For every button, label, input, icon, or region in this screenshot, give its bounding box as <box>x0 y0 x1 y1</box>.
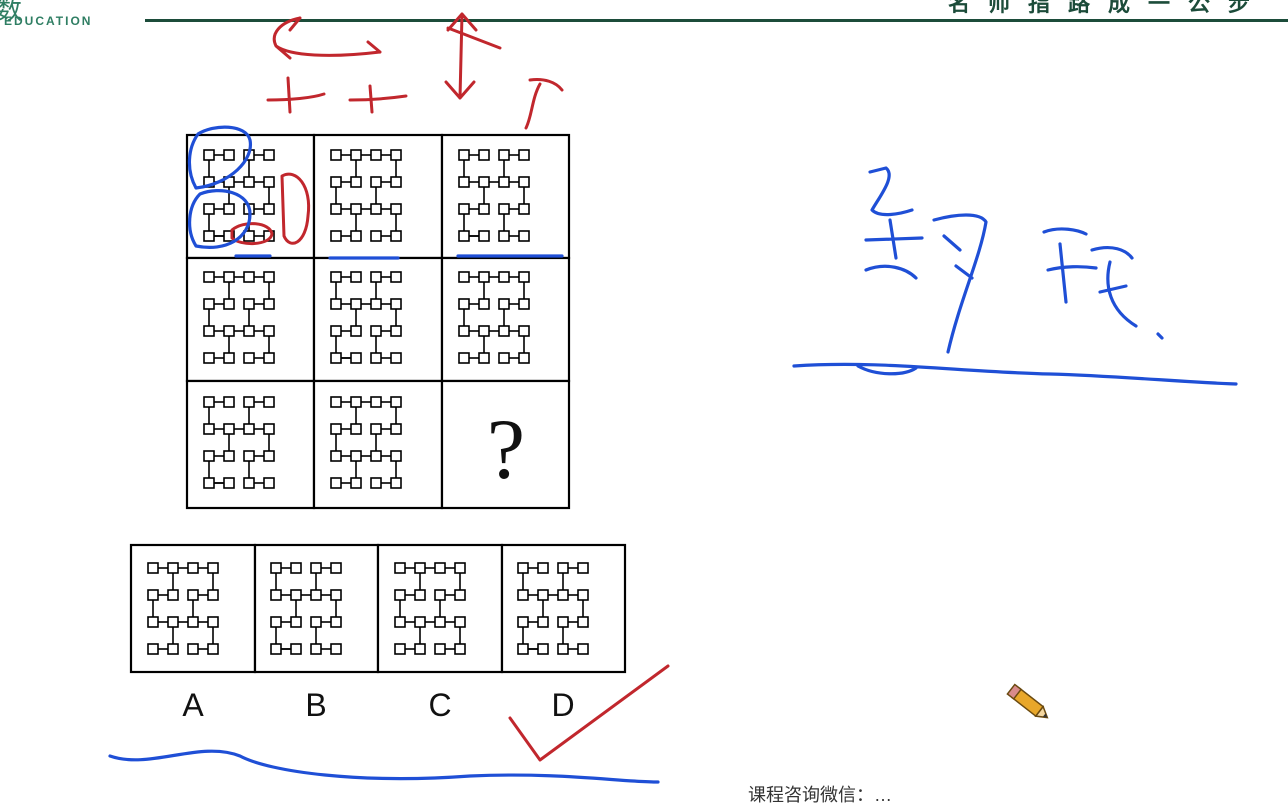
grid-cell <box>440 133 571 260</box>
option-a-label: A <box>182 687 204 723</box>
red-annotations <box>230 12 670 762</box>
logo-subtitle: EDUCATION <box>4 14 93 28</box>
grid-cell <box>312 379 444 510</box>
blue-annotations <box>108 125 1238 784</box>
option-d-label: D <box>551 687 574 723</box>
ink-underlines <box>234 254 564 260</box>
option-b-box[interactable] <box>253 543 380 674</box>
answer-options: A B C D <box>129 543 627 723</box>
grid-cell-question <box>440 379 571 510</box>
grid-cell <box>440 256 571 383</box>
footer-note: 课程咨询微信：… <box>748 785 892 805</box>
ink-circle <box>280 172 311 245</box>
option-b-label: B <box>305 687 326 723</box>
puzzle-grid: ? <box>185 133 571 510</box>
option-c-label: C <box>428 687 451 723</box>
pencil-icon-graphic <box>1006 683 1049 719</box>
ink-circle <box>188 189 252 249</box>
option-d-box[interactable] <box>500 543 627 674</box>
ink-mark <box>348 84 408 114</box>
check-mark <box>508 664 670 762</box>
grid-cell <box>185 379 316 510</box>
grid-cell <box>312 133 444 260</box>
logo-text: 数 <box>0 0 23 25</box>
arrow-up-down <box>444 12 502 100</box>
header-slogan: 名师指路成一公步 <box>947 0 1268 16</box>
handwriting-zhuan <box>1042 227 1164 340</box>
pencil-icon[interactable] <box>1006 682 1054 731</box>
ink-circle <box>230 222 274 245</box>
ink-mark <box>524 78 564 130</box>
ink-circle <box>187 125 252 190</box>
ink-underline-bottom <box>108 749 660 784</box>
arrow-left-right <box>272 16 382 60</box>
question-mark: ? <box>487 401 525 497</box>
ink-underline-right <box>792 362 1238 386</box>
logo: 数 <box>0 0 22 27</box>
header-bar: 数 EDUCATION 名师指路成一公步 <box>0 0 1288 40</box>
ink-mark <box>266 76 326 114</box>
header-divider <box>145 19 1288 22</box>
grid-cell <box>185 133 316 260</box>
handwriting-fan <box>864 166 988 354</box>
